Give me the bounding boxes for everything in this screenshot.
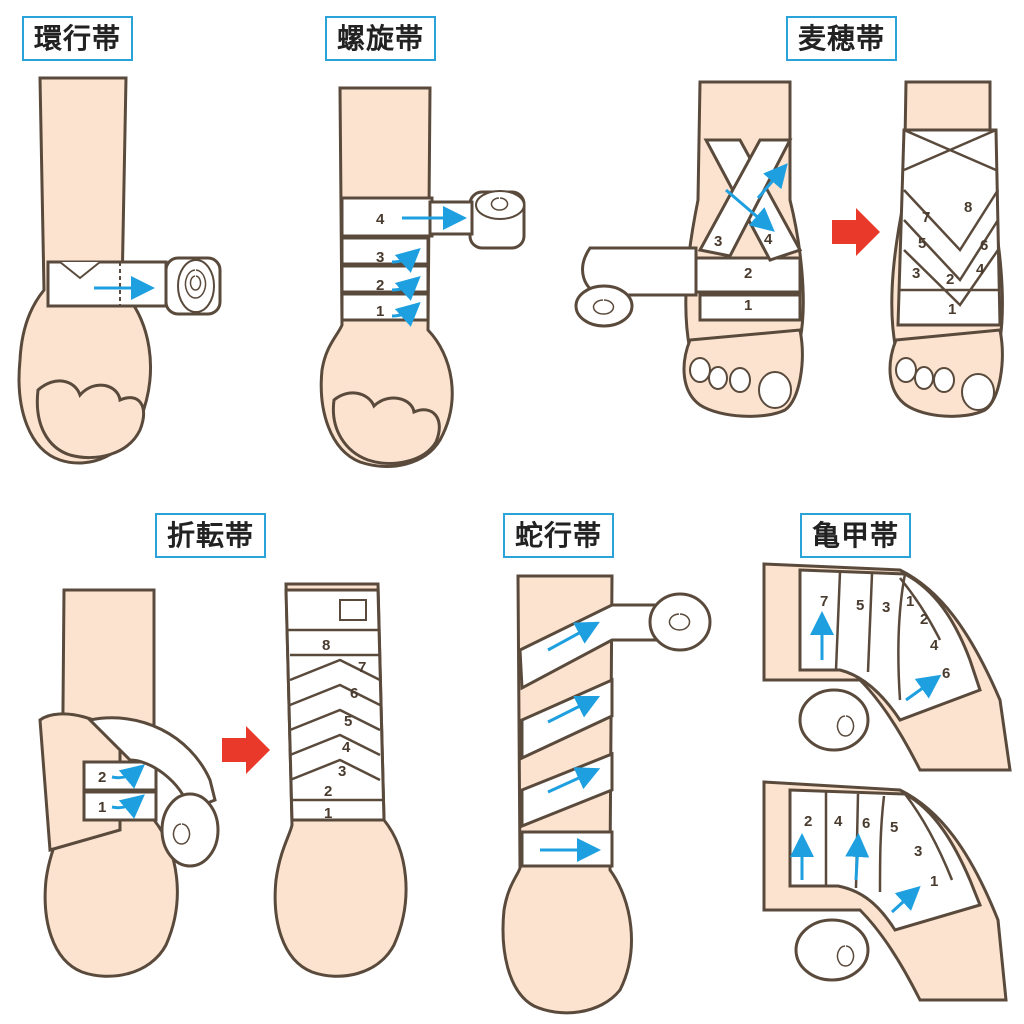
bakusui-b-num-4: 4: [976, 261, 985, 278]
dakou-roll: [648, 592, 712, 652]
setten-b-num-1: 1: [324, 805, 332, 822]
setten-b-num-5: 5: [344, 713, 352, 730]
title-kanko: 環行帯: [22, 16, 134, 61]
bakusui-b-num-7: 7: [922, 209, 930, 226]
bakusui-a-num-4: 4: [764, 231, 773, 248]
bakusui-next-arrow: [832, 208, 880, 256]
setten-a-num-1: 1: [98, 799, 106, 816]
bakusui-b-num-5: 5: [918, 235, 926, 252]
bakusui-arrow-4: [725, 188, 775, 232]
bakusui-b-num-6: 6: [980, 237, 988, 254]
kanko-bandage: [46, 260, 168, 308]
kikkou-a-num-5: 5: [856, 597, 864, 614]
rasen-arrow-3: [391, 248, 421, 273]
kikkou-a-num-3: 3: [882, 599, 890, 616]
rasen-num-3: 3: [376, 249, 384, 266]
kikkou-b-num-1: 1: [930, 873, 938, 890]
setten-b-num-4: 4: [342, 739, 351, 756]
rasen-arrow-2: [391, 276, 421, 301]
bakusui-figure-b: 8 7 5 6 3 4 2 1: [888, 80, 1004, 418]
kikkou-b-num-2: 2: [804, 813, 812, 830]
setten-b-num-8: 8: [322, 637, 330, 654]
dakou-figure: [501, 574, 712, 1015]
title-setten: 折転帯: [155, 513, 267, 558]
kikkou-a-num-1: 1: [906, 593, 914, 610]
title-bakusui: 麦穂帯: [786, 16, 898, 61]
bakusui-arrow-up: [756, 163, 788, 199]
setten-b-num-2: 2: [324, 783, 332, 800]
title-dakou: 蛇行帯: [503, 513, 615, 558]
kikkou-b-num-6: 6: [862, 815, 870, 832]
setten-b-num-3: 3: [338, 763, 346, 780]
rasen-num-4: 4: [376, 211, 385, 228]
kanko-roll-end: [177, 259, 215, 313]
title-rasen: 螺旋帯: [325, 16, 437, 61]
kikkou-a-num-7: 7: [820, 593, 828, 610]
bakusui-b-num-1: 1: [948, 301, 956, 318]
setten-next-arrow: [222, 726, 270, 774]
bakusui-a-num-3: 3: [714, 233, 722, 250]
kikkou-figure-a: 7 5 3 1 2 4 6: [762, 562, 1012, 772]
kanko-fold: [59, 261, 101, 280]
kanko-figure: [17, 76, 222, 465]
setten-figure-b: 8 7 6 5 4 3 2 1: [273, 582, 408, 978]
bakusui-a-num-1: 1: [744, 297, 752, 314]
kikkou-roll-a: [798, 688, 870, 752]
kikkou-roll-b: [794, 918, 870, 982]
rasen-fist: [331, 391, 441, 465]
rasen-figure: 4 3 2 1: [319, 86, 526, 468]
bakusui-a-num-2: 2: [744, 265, 752, 282]
bakusui-b-num-2: 2: [946, 271, 954, 288]
rasen-num-2: 2: [376, 277, 384, 294]
setten-b-num-7: 7: [358, 659, 366, 676]
bakusui-figure-a: 3 4 2 1: [574, 80, 805, 418]
bakusui-b-num-3: 3: [912, 265, 920, 282]
bakusui-b-num-8: 8: [964, 199, 972, 216]
kikkou-a-num-6: 6: [942, 665, 950, 682]
kikkou-a-num-4: 4: [930, 637, 939, 654]
rasen-num-1: 1: [376, 303, 384, 320]
kikkou-b-num-4: 4: [834, 813, 843, 830]
setten-roll-a: [160, 792, 220, 868]
setten-figure-a: 2 1: [38, 588, 220, 978]
setten-b-num-6: 6: [350, 685, 358, 702]
kanko-fist: [35, 379, 146, 459]
title-kikkou: 亀甲帯: [800, 513, 912, 558]
setten-a-num-2: 2: [98, 769, 106, 786]
kikkou-figure-b: 2 4 6 5 3 1: [762, 780, 1008, 1002]
kikkou-b-num-5: 5: [890, 819, 898, 836]
kikkou-b-num-3: 3: [914, 843, 922, 860]
rasen-arrow-1: [391, 302, 421, 327]
kikkou-a-num-2: 2: [920, 611, 928, 628]
